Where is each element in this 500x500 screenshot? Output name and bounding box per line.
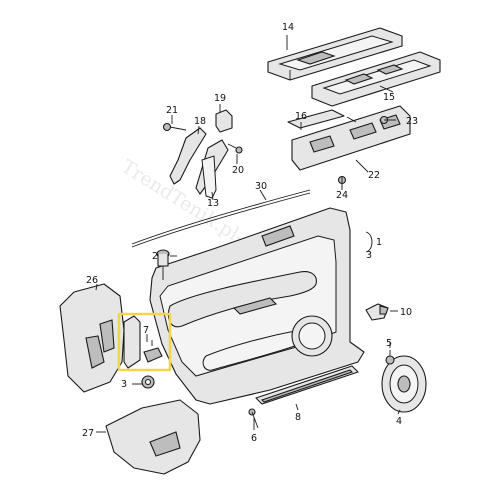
part-30-seal-strip bbox=[131, 189, 311, 248]
screw-20 bbox=[227, 143, 243, 154]
callout-4: 4 bbox=[396, 416, 402, 427]
callout-30: 30 bbox=[255, 181, 267, 192]
part-15-switch-bezel bbox=[311, 51, 441, 107]
callout-15: 15 bbox=[383, 92, 395, 103]
part-27-lower-insulation bbox=[105, 399, 201, 475]
callout-26: 26 bbox=[86, 275, 98, 286]
callout-3-upper: 3 bbox=[366, 250, 372, 261]
callout-10: 10 bbox=[400, 307, 412, 318]
screw-6 bbox=[248, 408, 259, 429]
callout-21: 21 bbox=[166, 105, 178, 116]
part-13-trim-strip bbox=[201, 155, 217, 199]
part-8-reflector-strip bbox=[255, 365, 359, 405]
callout-14: 14 bbox=[282, 22, 294, 33]
callout-20: 20 bbox=[232, 165, 244, 176]
callout-18: 18 bbox=[194, 116, 206, 127]
leader-lines bbox=[95, 35, 401, 433]
callout-5: 5 bbox=[386, 338, 392, 349]
screw-23 bbox=[379, 115, 396, 125]
callout-6: 6 bbox=[251, 433, 257, 444]
callout-13: 13 bbox=[207, 198, 219, 209]
callout-3: 3 bbox=[121, 379, 127, 390]
callout-19: 19 bbox=[214, 93, 226, 104]
part-7-handle-bracket bbox=[123, 315, 163, 369]
callout-7: 7 bbox=[143, 325, 149, 336]
clip-19 bbox=[215, 109, 233, 133]
callout-8: 8 bbox=[295, 412, 301, 423]
screw-5 bbox=[385, 350, 395, 365]
callout-23: 23 bbox=[406, 116, 418, 127]
part-4-speaker bbox=[381, 355, 427, 413]
part-14-switch-bezel bbox=[267, 27, 403, 81]
part-1-door-trim-panel bbox=[149, 207, 365, 405]
callout-22: 22 bbox=[368, 170, 380, 181]
screw-21 bbox=[162, 122, 187, 132]
clip-3 bbox=[141, 375, 155, 389]
part-18-pull-handle bbox=[169, 127, 229, 195]
part-10-clip bbox=[365, 303, 389, 321]
callout-24: 24 bbox=[336, 190, 348, 201]
highlight-box-part-7 bbox=[117, 312, 172, 372]
callout-16: 16 bbox=[295, 111, 307, 122]
callout-27: 27 bbox=[82, 428, 94, 439]
clip-2 bbox=[156, 249, 170, 280]
callout-2: 2 bbox=[152, 251, 158, 262]
part-26-insulation-pad bbox=[59, 283, 125, 393]
callout-1: 1 bbox=[376, 237, 382, 248]
